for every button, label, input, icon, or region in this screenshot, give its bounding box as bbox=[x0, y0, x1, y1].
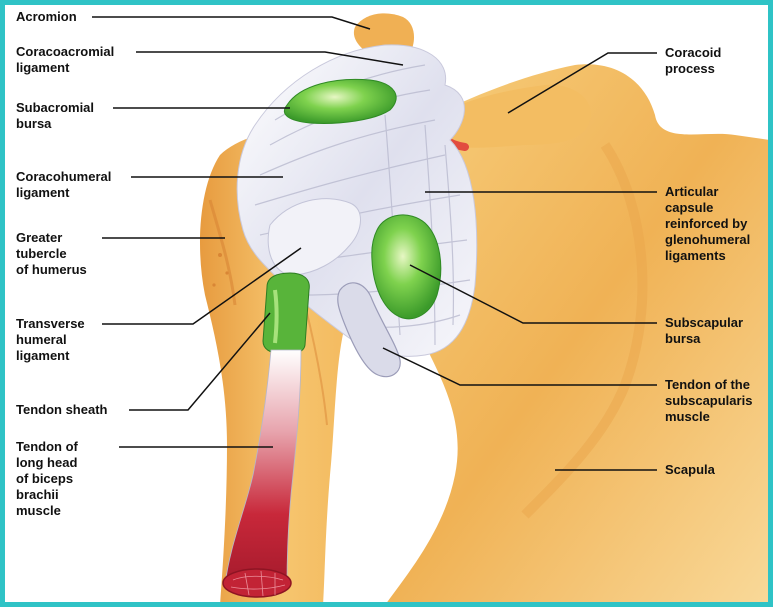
leader-lines bbox=[92, 16, 657, 471]
label-transverse-humeral-ligament: Transverse humeral ligament bbox=[16, 316, 85, 363]
label-subscapular-bursa: Subscapular bursa bbox=[665, 315, 744, 346]
subscapularis-tendon bbox=[337, 282, 401, 378]
label-tendon-long-head-biceps: Tendon of long head of biceps brachii mu… bbox=[16, 439, 78, 518]
label-coracoid-process: Coracoid process bbox=[665, 45, 722, 76]
label-articular-capsule: Articular capsule reinforced by glenohum… bbox=[665, 184, 751, 263]
subacromial-bursa bbox=[283, 78, 397, 124]
transverse-ligament bbox=[267, 198, 361, 276]
label-tendon-sheath: Tendon sheath bbox=[16, 402, 108, 417]
label-greater-tubercle: Greater tubercle of humerus bbox=[16, 230, 87, 277]
scapula-bone bbox=[387, 64, 768, 602]
subscapular-bursa bbox=[371, 214, 442, 320]
label-tendon-subscapularis: Tendon of the subscapularis muscle bbox=[665, 377, 753, 424]
label-scapula: Scapula bbox=[665, 462, 715, 477]
label-subacromial-bursa: Subacromial bursa bbox=[16, 100, 95, 131]
coracoid-bone bbox=[427, 84, 591, 148]
label-coracohumeral-ligament: Coracohumeral ligament bbox=[16, 169, 112, 200]
label-acromion: Acromion bbox=[16, 9, 77, 24]
label-coracoacromial-ligament: Coracoacromial ligament bbox=[16, 44, 115, 75]
shoulder-illustration bbox=[92, 13, 768, 602]
